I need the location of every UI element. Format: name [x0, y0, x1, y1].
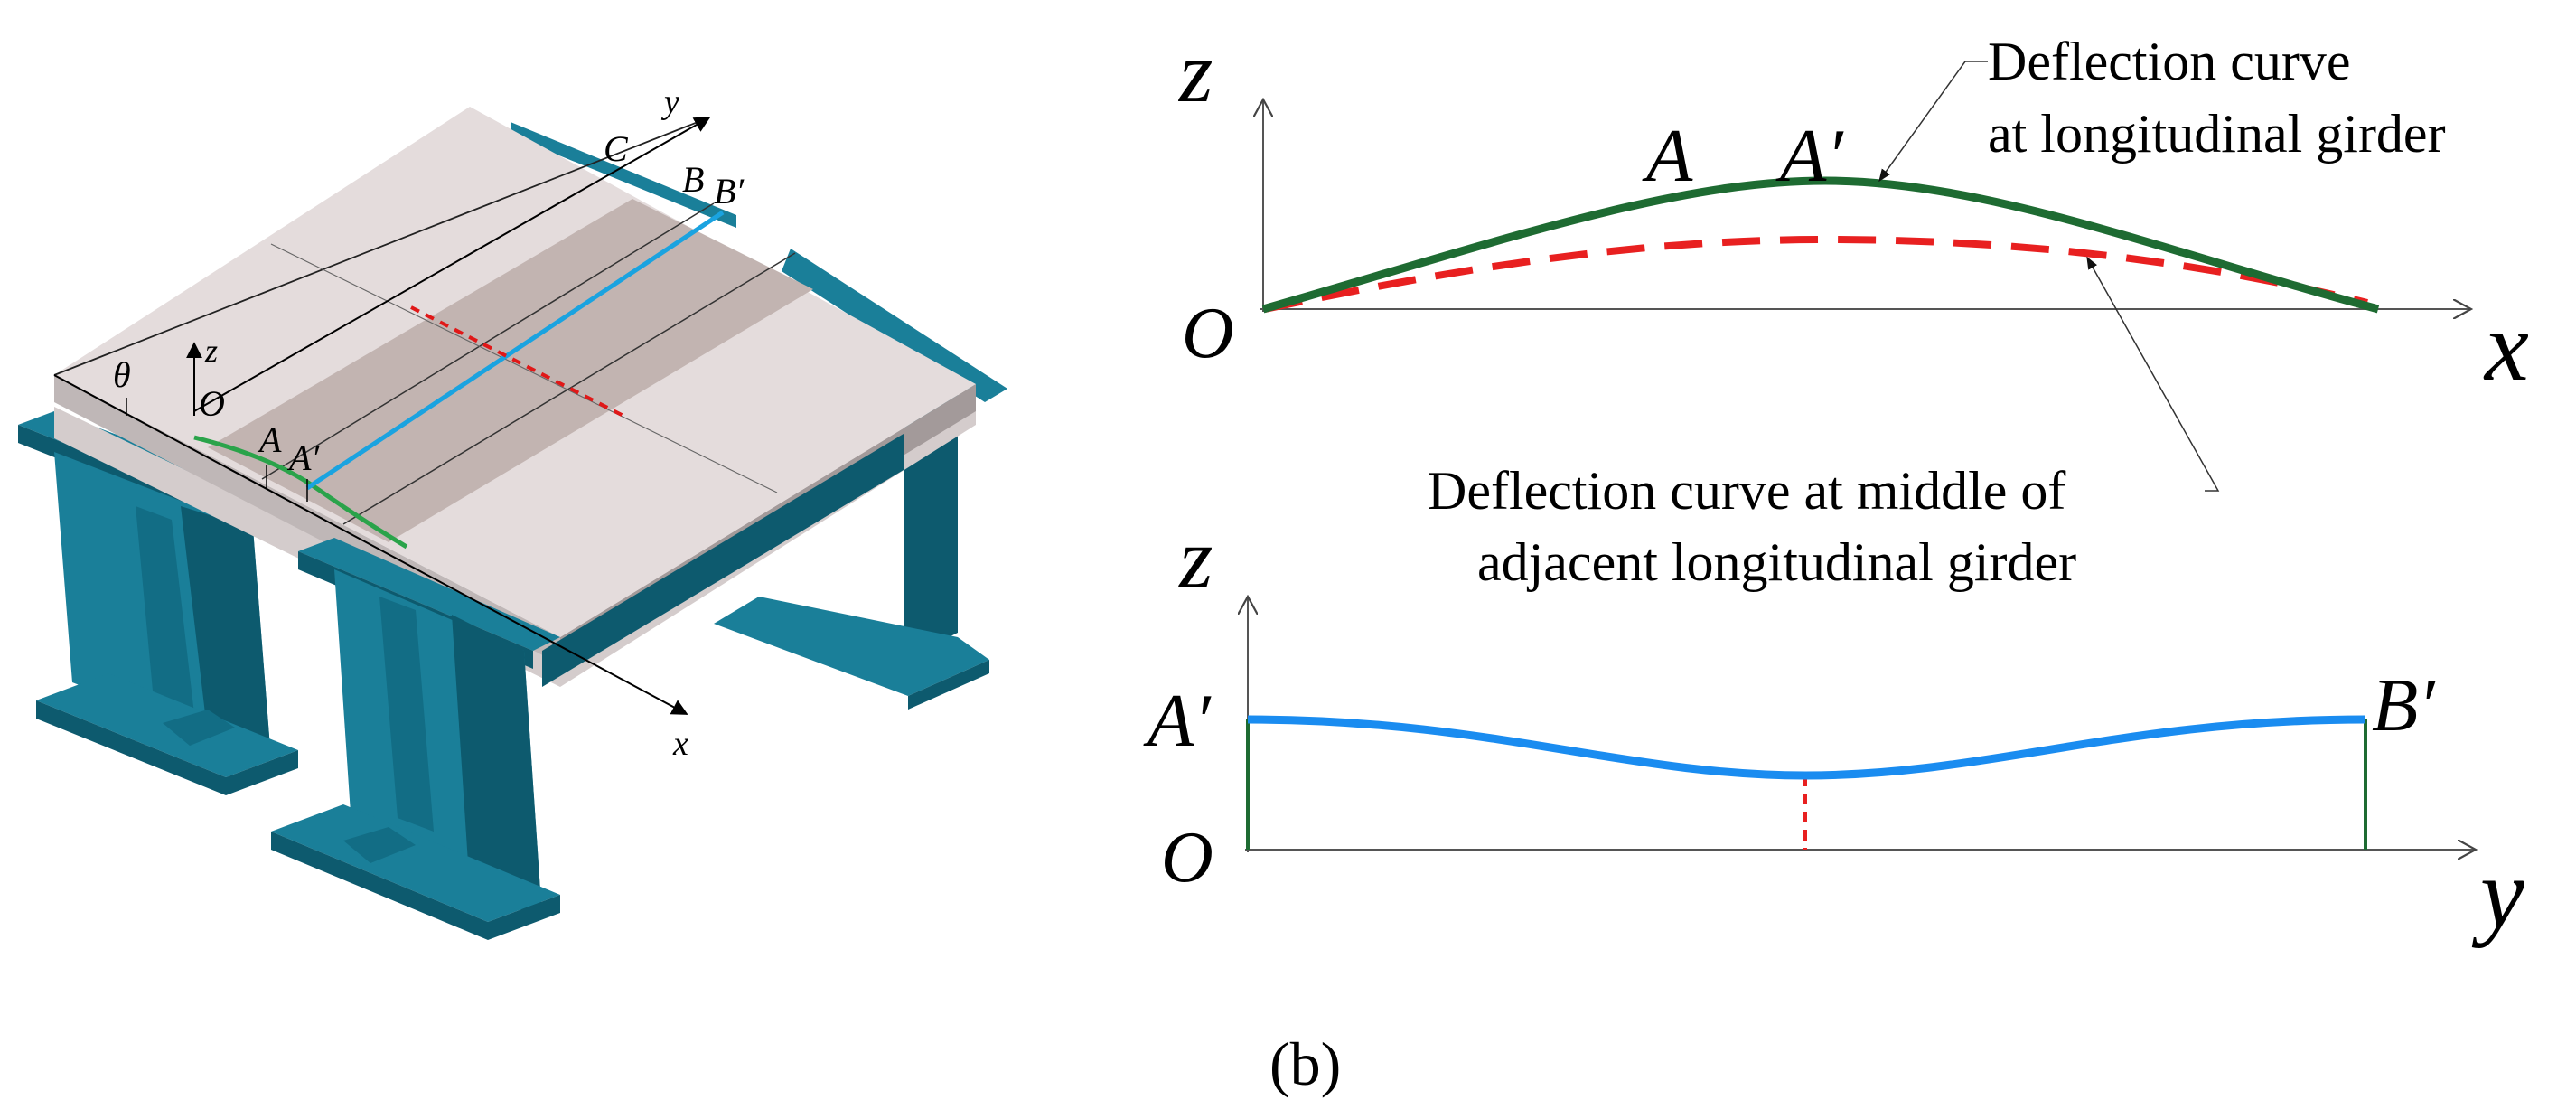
callout-leader-1	[1878, 61, 1988, 183]
girder-web-mid-shade	[452, 615, 542, 917]
deck-line-3	[342, 252, 796, 525]
callout-2-line1: Deflection curve at middle of	[1428, 461, 2065, 521]
top-A-prime-label: A′	[1775, 114, 1844, 198]
callout-1-line1: Deflection curve	[1988, 32, 2350, 91]
cross-beam	[542, 434, 904, 687]
top-x-label: x	[2483, 291, 2529, 401]
label-z-a: z	[204, 333, 218, 369]
top-girder-curve	[1261, 176, 2380, 314]
plot-bottom-yz: z O A′ B′ y	[1143, 510, 2524, 948]
deck-line-2	[261, 202, 715, 480]
label-B: B	[682, 159, 704, 200]
label-B-prime: B′	[714, 171, 745, 211]
label-A-prime-a: A′	[286, 437, 320, 478]
plot-top-xz: z O x A A′ Deflection curve at longitudi…	[1177, 23, 2529, 592]
y-axis-line	[193, 117, 711, 412]
callout-leader-2	[2086, 256, 2220, 492]
label-theta: θ	[113, 354, 131, 395]
deck-line-4	[270, 243, 778, 493]
bottom-y-label: y	[2471, 838, 2524, 948]
red-dashed-curve	[410, 305, 624, 418]
girder-bottom-flange-right-edge	[908, 660, 989, 710]
top-middle-curve	[1264, 235, 2368, 313]
bottom-B-prime-label: B′	[2372, 663, 2436, 747]
bottom-transverse-curve	[1247, 715, 2366, 780]
girder-stiffener-mid	[379, 597, 434, 832]
bridge-model-3d: y C B B′ z θ O A A′ x	[18, 83, 1007, 940]
girder-stiffener-left	[136, 506, 194, 714]
x-axis-line	[53, 374, 688, 715]
girder-bottom-stub-mid	[343, 827, 416, 863]
top-O-label: O	[1182, 294, 1234, 373]
top-z-label: z	[1177, 23, 1213, 120]
label-C: C	[604, 128, 629, 169]
figure-caption: (b)	[1269, 1029, 1341, 1098]
top-A-label: A	[1642, 114, 1693, 198]
deck-line-1	[53, 117, 710, 376]
label-y-a: y	[660, 83, 679, 121]
bottom-z-label: z	[1177, 510, 1213, 606]
callout-2-line2: adjacent longitudinal girder	[1477, 532, 2076, 592]
label-x-a: x	[672, 725, 688, 763]
girder-bottom-stub-left	[163, 710, 235, 746]
deck-band	[208, 199, 813, 542]
girder-flange-right	[782, 249, 1007, 402]
girder-web-left-shade	[181, 506, 271, 759]
label-O-a: O	[199, 383, 225, 424]
blue-transverse-curve	[305, 210, 725, 491]
green-girder-curve	[193, 435, 408, 550]
girder-bottom-flange-right	[714, 597, 989, 696]
girder-top-flange-mid	[298, 538, 560, 651]
bottom-O-label: O	[1161, 818, 1213, 898]
callout-1-line2: at longitudinal girder	[1988, 104, 2446, 164]
girder-bottom-flange-mid	[271, 804, 560, 922]
girder-flange-back-right	[511, 122, 736, 228]
bottom-A-prime-label: A′	[1143, 679, 1212, 763]
label-A-a: A	[257, 419, 282, 460]
